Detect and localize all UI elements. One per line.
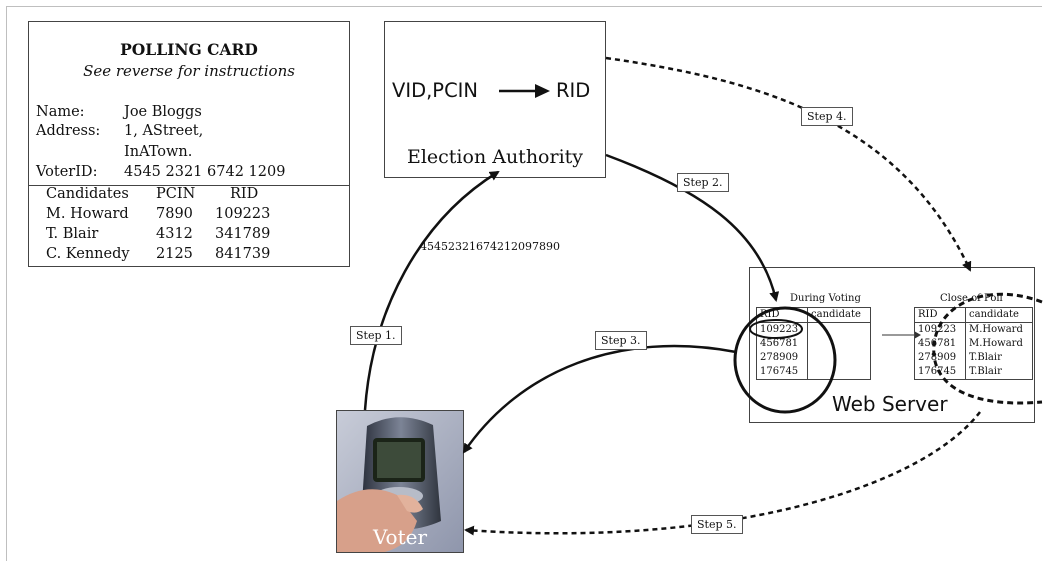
card-divider bbox=[29, 185, 349, 186]
during-candidate-header: candidate bbox=[807, 307, 871, 323]
close-rid-cell: 278909 bbox=[914, 351, 966, 365]
step-3-arrow bbox=[462, 344, 737, 454]
table-row: 109223 M.Howard bbox=[914, 322, 1033, 337]
close-candidate-cell: M.Howard bbox=[965, 337, 1033, 351]
close-rid-header: RID bbox=[914, 307, 966, 323]
close-candidate-cell: T.Blair bbox=[965, 351, 1033, 365]
candidate-rid: 341789 bbox=[215, 226, 271, 242]
close-candidate-cell: T.Blair bbox=[965, 365, 1033, 380]
address-line-2: InATown. bbox=[124, 144, 193, 160]
voterid-label: VoterID: bbox=[36, 164, 98, 180]
web-server-label: Web Server bbox=[830, 392, 950, 416]
card-title: POLLING CARD bbox=[120, 40, 258, 59]
during-rid-cell: 278909 bbox=[756, 351, 808, 365]
step-1-arrow bbox=[363, 170, 500, 411]
table-row: 456781 bbox=[756, 337, 871, 351]
during-rid-cell: 109223 bbox=[756, 322, 808, 337]
voter-label: Voter bbox=[372, 525, 428, 549]
name-value: Joe Bloggs bbox=[124, 104, 202, 120]
candidate-name: C. Kennedy bbox=[46, 246, 130, 262]
candidate-rid: 841739 bbox=[215, 246, 271, 262]
mapping-arrow-icon bbox=[499, 84, 550, 98]
during-rid-cell: 176745 bbox=[756, 365, 808, 380]
candidate-name: M. Howard bbox=[46, 206, 129, 222]
close-of-poll-title: Close of Poll bbox=[940, 293, 1003, 304]
during-rid-cell: 456781 bbox=[756, 337, 808, 351]
vid-pcin-label: VID,PCIN bbox=[392, 79, 479, 102]
voter-photo: Voter bbox=[336, 410, 464, 553]
web-server-box: During Voting RID candidate 109223 45678… bbox=[749, 267, 1035, 423]
voterid-value: 4545 2321 6742 1209 bbox=[124, 164, 286, 180]
table-row: 456781 M.Howard bbox=[914, 337, 1033, 351]
during-voting-title: During Voting bbox=[790, 293, 861, 304]
step-4-label: Step 4. bbox=[801, 107, 853, 126]
close-of-poll-table: RID candidate 109223 M.Howard 456781 M.H… bbox=[914, 307, 1033, 380]
table-row: 278909 bbox=[756, 351, 871, 365]
pcin-header: PCIN bbox=[156, 186, 196, 202]
polling-card: POLLING CARD See reverse for instruction… bbox=[28, 21, 350, 267]
close-rid-cell: 176745 bbox=[914, 365, 966, 380]
step-4-arrow bbox=[605, 56, 972, 272]
frame-top-rule bbox=[6, 6, 1042, 7]
during-voting-table: RID candidate 109223 456781 278909 17674… bbox=[756, 307, 871, 380]
table-row: 278909 T.Blair bbox=[914, 351, 1033, 365]
candidate-pcin: 7890 bbox=[156, 206, 193, 222]
election-authority-label: Election Authority bbox=[406, 146, 584, 168]
step-2-label: Step 2. bbox=[677, 173, 729, 192]
during-rid-header: RID bbox=[756, 307, 808, 323]
hand bbox=[337, 489, 417, 552]
name-label: Name: bbox=[36, 104, 85, 120]
table-row: 109223 bbox=[756, 322, 871, 337]
frame-left-rule bbox=[6, 6, 7, 561]
rid-header: RID bbox=[230, 186, 259, 202]
candidates-header: Candidates bbox=[46, 186, 129, 202]
step-5-label: Step 5. bbox=[691, 515, 743, 534]
step-1-label: Step 1. bbox=[350, 326, 402, 345]
election-authority-box: VID,PCIN RID Election Authority bbox=[384, 21, 606, 178]
candidate-rid: 109223 bbox=[215, 206, 271, 222]
candidate-name: T. Blair bbox=[46, 226, 99, 242]
close-rid-cell: 456781 bbox=[914, 337, 966, 351]
close-candidate-header: candidate bbox=[965, 307, 1033, 323]
table-row: 176745 bbox=[756, 365, 871, 380]
sent-number-label: 45452321674212097890 bbox=[420, 240, 560, 253]
address-line-1: 1, AStreet, bbox=[124, 123, 204, 139]
card-subtitle: See reverse for instructions bbox=[83, 62, 295, 80]
address-label: Address: bbox=[36, 123, 101, 139]
table-row: 176745 T.Blair bbox=[914, 365, 1033, 380]
candidate-pcin: 2125 bbox=[156, 246, 193, 262]
close-rid-cell: 109223 bbox=[914, 322, 966, 337]
close-candidate-cell: M.Howard bbox=[965, 322, 1033, 337]
mobile-phone-image bbox=[337, 411, 463, 552]
step-3-label: Step 3. bbox=[595, 331, 647, 350]
candidate-pcin: 4312 bbox=[156, 226, 193, 242]
rid-label: RID bbox=[556, 79, 591, 102]
